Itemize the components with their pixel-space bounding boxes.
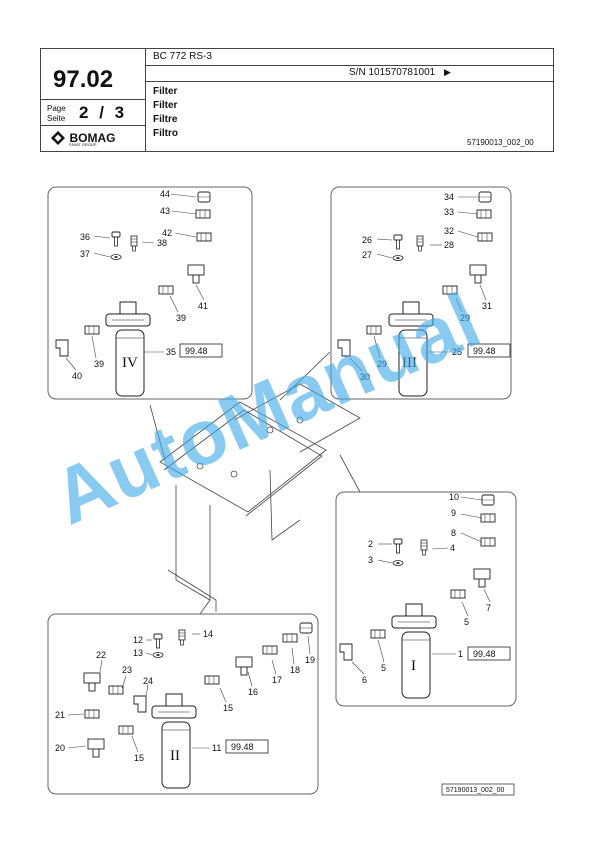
bomag-logo-icon xyxy=(51,130,65,145)
view-i-callouts: 10 9 8 2 4 3 7 5 6 5 1 xyxy=(362,492,491,685)
svg-text:15: 15 xyxy=(134,753,144,763)
view-iii-callouts: 34 33 32 26 28 27 31 29 30 29 25 xyxy=(360,192,492,382)
svg-text:16: 16 xyxy=(248,687,258,697)
svg-text:29: 29 xyxy=(377,359,387,369)
svg-text:41: 41 xyxy=(198,301,208,311)
svg-text:10: 10 xyxy=(449,492,459,502)
svg-text:17: 17 xyxy=(272,675,282,685)
page-label: Page xyxy=(47,104,66,113)
svg-text:31: 31 xyxy=(482,301,492,311)
page-indicator: 2 / 3 xyxy=(79,103,125,122)
svg-text:36: 36 xyxy=(80,232,90,242)
svg-text:13: 13 xyxy=(133,648,143,658)
svg-text:20: 20 xyxy=(55,743,65,753)
mounting-bracket xyxy=(149,351,361,615)
view-iii-roman: III xyxy=(402,355,417,371)
svg-text:39: 39 xyxy=(94,359,104,369)
svg-text:9: 9 xyxy=(451,508,456,518)
svg-text:11: 11 xyxy=(212,743,221,753)
svg-text:40: 40 xyxy=(72,371,82,381)
svg-text:22: 22 xyxy=(96,650,106,660)
view-iv-roman: IV xyxy=(122,355,138,371)
title-de: Filter xyxy=(153,86,178,97)
title-fr: Filtre xyxy=(153,114,178,125)
svg-text:3: 3 xyxy=(368,555,373,565)
model-name: BC 772 RS-3 xyxy=(153,51,212,62)
serial-number: S/N 101570781001 ▶ xyxy=(349,67,451,78)
title-block: BC 772 RS-3 97.02 S/N 101570781001 ▶ Pag… xyxy=(40,48,554,152)
view-iv-callouts: 44 43 42 36 38 37 41 39 40 39 35 xyxy=(72,189,208,381)
svg-text:30: 30 xyxy=(360,372,370,382)
view-ii-ref-box: 99.48 xyxy=(231,742,254,752)
svg-text:33: 33 xyxy=(444,207,454,217)
svg-text:38: 38 xyxy=(157,238,167,248)
svg-text:23: 23 xyxy=(122,665,132,675)
svg-text:28: 28 xyxy=(444,240,454,250)
svg-text:2: 2 xyxy=(368,539,373,549)
svg-text:8: 8 xyxy=(451,528,456,538)
view-ii: II 1 xyxy=(55,622,315,789)
svg-text:25: 25 xyxy=(452,347,462,357)
view-iii-ref-box: 99.48 xyxy=(473,346,496,356)
view-iii: III 34 33 32 26 28 27 xyxy=(337,191,511,397)
svg-text:35: 35 xyxy=(166,347,176,357)
drawing-footer-code: 57190013_002_00 xyxy=(446,787,505,794)
svg-text:27: 27 xyxy=(362,250,372,260)
svg-text:14: 14 xyxy=(203,629,213,639)
svg-text:5: 5 xyxy=(381,663,386,673)
document-number: 57190013_002_00 xyxy=(467,138,534,147)
svg-text:24: 24 xyxy=(143,676,153,686)
title-en: Filter xyxy=(153,100,178,111)
svg-text:39: 39 xyxy=(176,313,186,323)
svg-text:5: 5 xyxy=(464,617,469,627)
view-iv: IV 44 43 42 36 38 37 xyxy=(55,189,223,397)
view-i-ref-box: 99.48 xyxy=(473,649,496,659)
title-it: Filtro xyxy=(153,128,178,139)
seite-label: Seite xyxy=(47,114,66,123)
svg-text:1: 1 xyxy=(458,649,463,659)
view-iv-ref-box: 99.48 xyxy=(185,346,208,356)
svg-text:34: 34 xyxy=(444,192,454,202)
svg-text:32: 32 xyxy=(444,226,454,236)
bomag-logo: BOMAG FAYAT GROUP xyxy=(51,129,115,147)
svg-text:42: 42 xyxy=(162,228,172,238)
view-iii-frame xyxy=(330,186,512,400)
svg-text:6: 6 xyxy=(362,675,367,685)
page-code: 97.02 xyxy=(53,66,114,93)
svg-text:7: 7 xyxy=(486,603,491,613)
svg-text:44: 44 xyxy=(160,189,170,199)
view-i: I 10 9 8 2 4 3 7 xyxy=(339,492,511,699)
svg-text:43: 43 xyxy=(160,206,170,216)
svg-text:19: 19 xyxy=(305,655,315,665)
svg-text:37: 37 xyxy=(80,249,90,259)
svg-text:15: 15 xyxy=(223,703,233,713)
view-ii-callouts: 12 14 13 22 23 24 21 20 15 15 16 17 18 1… xyxy=(55,629,315,763)
svg-text:29: 29 xyxy=(460,313,470,323)
svg-text:12: 12 xyxy=(133,635,143,645)
svg-text:4: 4 xyxy=(450,543,455,553)
view-ii-roman: II xyxy=(170,748,180,764)
svg-text:18: 18 xyxy=(290,665,300,675)
view-iv-frame xyxy=(47,186,253,400)
svg-text:26: 26 xyxy=(362,235,372,245)
svg-text:21: 21 xyxy=(55,710,65,720)
view-i-roman: I xyxy=(411,658,416,674)
serial-arrow-icon: ▶ xyxy=(443,67,451,77)
